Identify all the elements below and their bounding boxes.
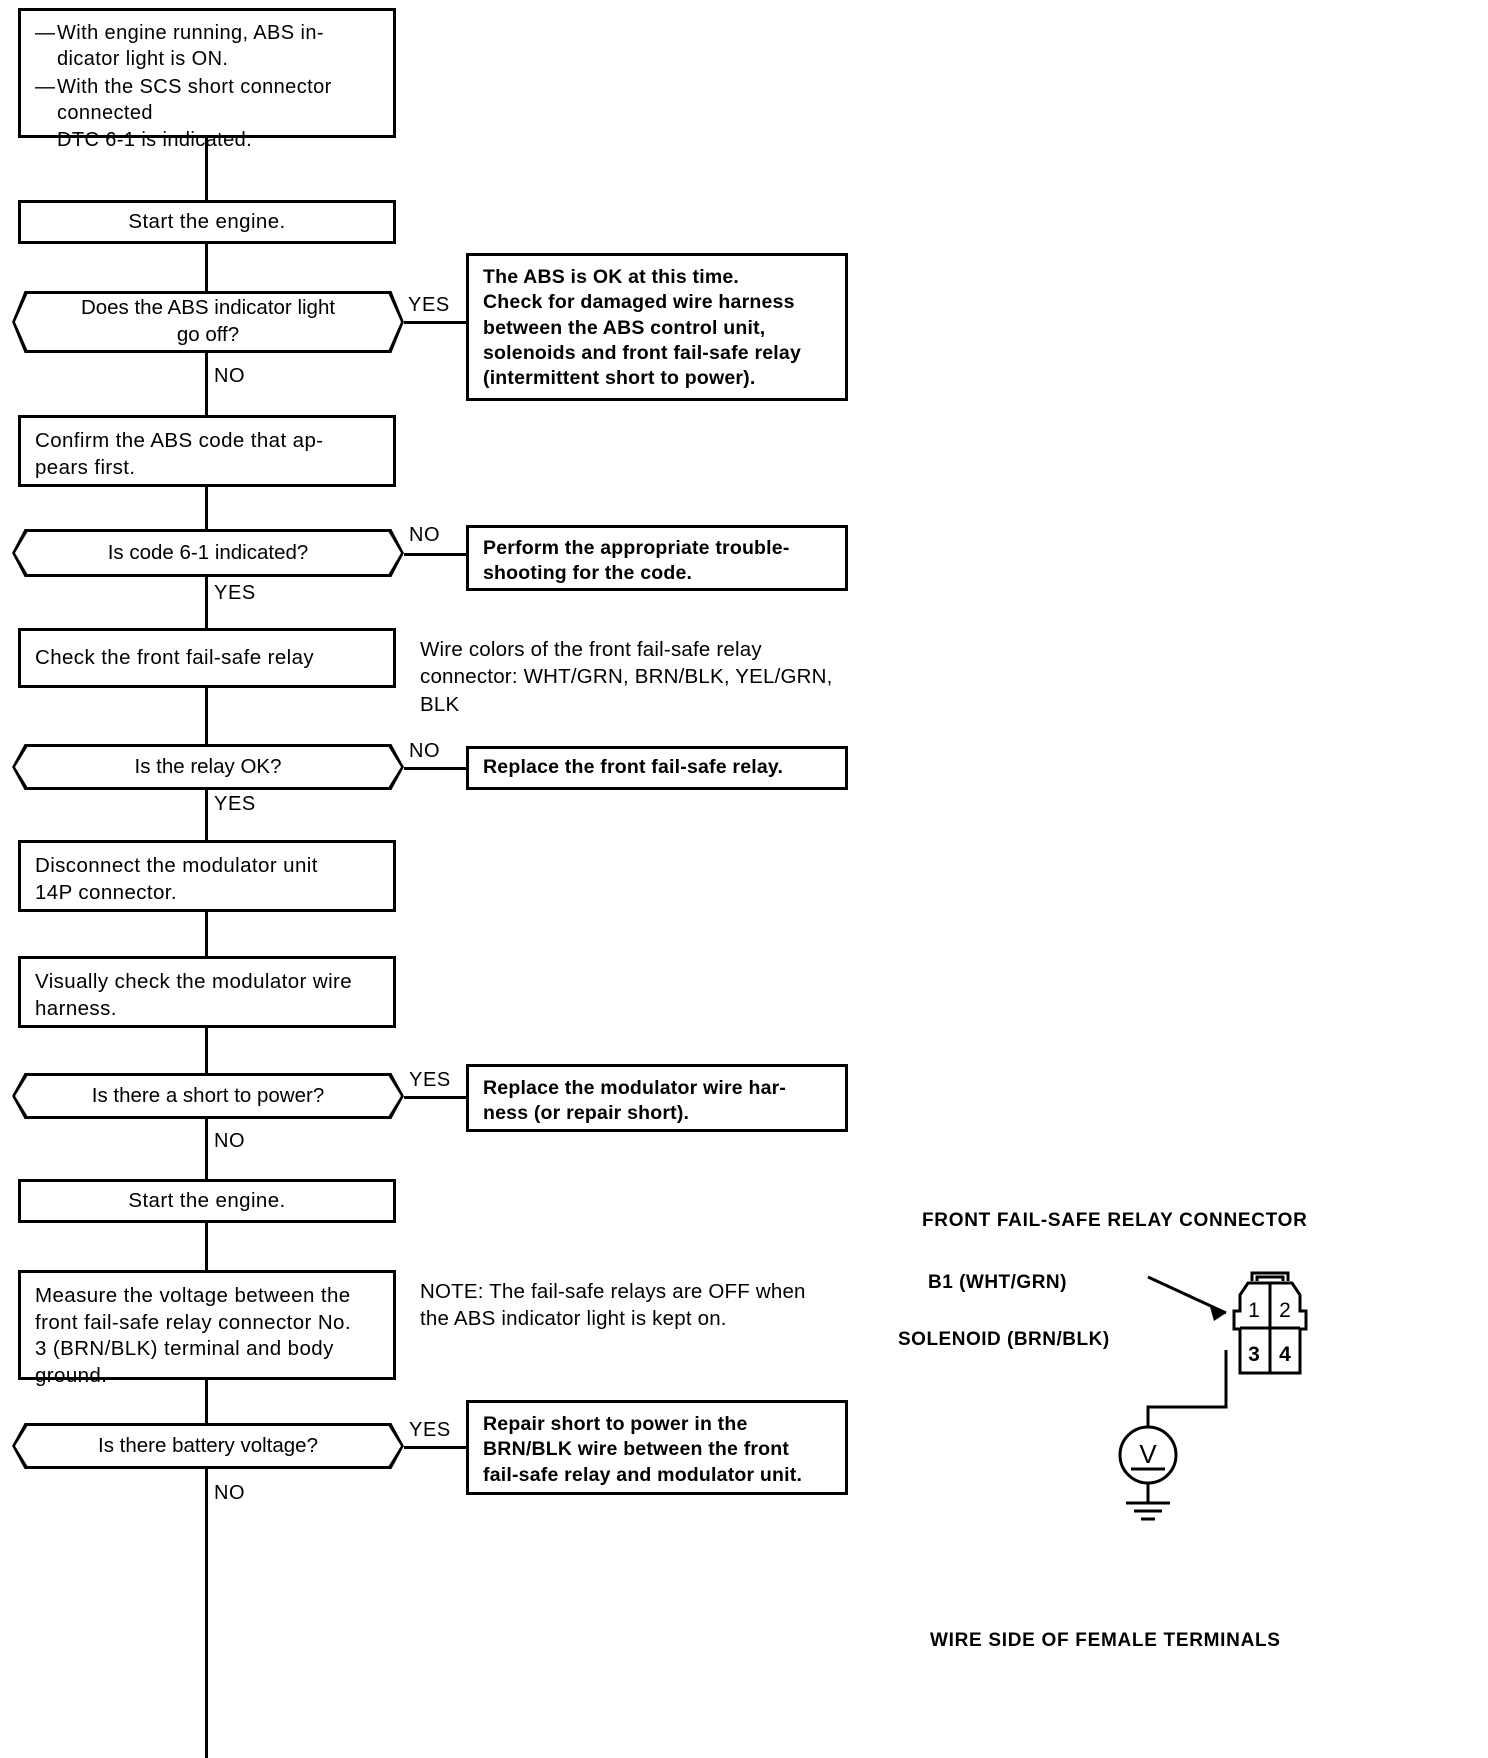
branch-label-yes-4: YES [409, 1069, 451, 1091]
decision-short-to-power-label: Is there a short to power? [91, 1083, 325, 1107]
connector-pin-3: 3 [1248, 1343, 1260, 1366]
step-start-engine-2-label: Start the engine. [128, 1188, 286, 1212]
branch-label-yes-2: YES [214, 582, 256, 604]
branch-label-no-4: NO [214, 1130, 246, 1152]
symptom-line-4: connected [57, 102, 153, 125]
branch-label-yes-3: YES [214, 793, 256, 815]
branch-line-yes-5 [404, 1446, 466, 1449]
connector-latch-icon [1250, 1271, 1290, 1281]
connector-decision2-yes [205, 577, 208, 628]
symptom-line-5: DTC 6-1 is indicated. [57, 128, 253, 151]
voltmeter-lead-line [1146, 1350, 1228, 1427]
step-visual-check-label: Visually check the modulator wire harnes… [35, 970, 353, 1020]
connector-label-pin1: B1 (WHT/GRN) [928, 1272, 1067, 1293]
decision-relay-ok-label: Is the relay OK? [134, 754, 282, 778]
step-confirm-code-label: Confirm the ABS code that ap- pears firs… [35, 429, 324, 479]
outcome-perform-troubleshooting-label: Perform the appropriate trouble- shootin… [483, 537, 790, 585]
branch-label-no-1: NO [214, 365, 246, 387]
connector-visual-to-decision4 [205, 1028, 208, 1073]
symptom-dash-2: — [35, 75, 56, 98]
branch-label-yes-5: YES [409, 1419, 451, 1441]
symptom-line-1: With engine running, ABS in- [57, 22, 324, 44]
outcome-replace-relay: Replace the front fail-safe relay. [466, 746, 848, 790]
connector-pin-2: 2 [1279, 1299, 1291, 1322]
decision-relay-ok: Is the relay OK? [12, 744, 404, 790]
connector-figure-footer: WIRE SIDE OF FEMALE TERMINALS [930, 1630, 1281, 1651]
connector-decision1-no [205, 353, 208, 415]
connector-start2-to-measure [205, 1223, 208, 1270]
branch-label-no-3: NO [409, 740, 441, 762]
symptom-line-3: With the SCS short connector [57, 75, 332, 98]
connector-symptom-to-start [205, 138, 208, 200]
connector-disconnect-to-visual [205, 912, 208, 956]
step-start-engine-1: Start the engine. [18, 200, 396, 244]
pin1-arrow-head [1210, 1307, 1226, 1321]
step-disconnect-modulator-label: Disconnect the modulator unit 14P connec… [35, 854, 318, 904]
decision-abs-light-off-label: Does the ABS indicator light go off? [80, 296, 336, 346]
note-fail-safe-relays: NOTE: The fail-safe relays are OFF when … [420, 1280, 806, 1331]
step-check-relay: Check the front fail-safe relay [18, 628, 396, 688]
step-measure-voltage-label: Measure the voltage between the front fa… [35, 1284, 351, 1387]
connector-schematic-svg: 1 2 3 4 V [1118, 1271, 1308, 1521]
connector-confirm-to-decision2 [205, 487, 208, 529]
note-wire-colors: Wire colors of the front fail-safe relay… [420, 638, 833, 716]
voltmeter-letter: V [1139, 1439, 1157, 1469]
branch-line-no-3 [404, 767, 466, 770]
symptom-dash-1: — [35, 22, 56, 44]
connector-decision3-yes [205, 790, 208, 840]
decision-abs-light-off: Does the ABS indicator light go off? [12, 291, 404, 353]
connector-measure-to-decision5 [205, 1380, 208, 1423]
branch-line-yes-1 [404, 321, 466, 324]
branch-label-yes-1: YES [408, 294, 450, 316]
connector-diagram: 1 2 3 4 V [1030, 1255, 1360, 1540]
branch-label-no-2: NO [409, 524, 441, 546]
branch-label-no-5: NO [214, 1482, 246, 1504]
connector-figure-title: FRONT FAIL-SAFE RELAY CONNECTOR [922, 1210, 1308, 1231]
step-measure-voltage: Measure the voltage between the front fa… [18, 1270, 396, 1387]
connector-start-to-decision1 [205, 244, 208, 291]
step-disconnect-modulator: Disconnect the modulator unit 14P connec… [18, 840, 396, 912]
decision-code-61: Is code 6-1 indicated? [12, 529, 404, 577]
connector-pin-4: 4 [1279, 1343, 1291, 1366]
symptom-box: — With engine running, ABS in- dicator l… [18, 8, 396, 151]
connector-pin-1: 1 [1248, 1299, 1260, 1322]
branch-line-yes-4 [404, 1096, 466, 1099]
connector-label-pin3: SOLENOID (BRN/BLK) [898, 1329, 1110, 1350]
connector-checkrelay-to-decision3 [205, 688, 208, 744]
step-start-engine-2: Start the engine. [18, 1179, 396, 1223]
pin1-leader-line [1147, 1275, 1227, 1315]
decision-short-to-power: Is there a short to power? [12, 1073, 404, 1119]
step-start-engine-1-label: Start the engine. [128, 209, 286, 233]
connector-decision5-no [205, 1469, 208, 1758]
outcome-abs-ok-label: The ABS is OK at this time. Check for da… [483, 266, 801, 390]
decision-battery-voltage-label: Is there battery voltage? [98, 1433, 318, 1457]
symptom-line-2: dicator light is ON. [57, 48, 229, 71]
connector-decision4-no [205, 1119, 208, 1179]
decision-code-61-label: Is code 6-1 indicated? [107, 540, 309, 564]
decision-battery-voltage: Is there battery voltage? [12, 1423, 404, 1469]
outcome-abs-ok: The ABS is OK at this time. Check for da… [466, 253, 848, 401]
outcome-repair-short: Repair short to power in the BRN/BLK wir… [466, 1400, 848, 1495]
outcome-perform-troubleshooting: Perform the appropriate trouble- shootin… [466, 525, 848, 591]
outcome-replace-harness: Replace the modulator wire har- ness (or… [466, 1064, 848, 1132]
step-visual-check: Visually check the modulator wire harnes… [18, 956, 396, 1028]
outcome-replace-harness-label: Replace the modulator wire har- ness (or… [483, 1077, 787, 1125]
outcome-replace-relay-label: Replace the front fail-safe relay. [483, 756, 784, 779]
outcome-repair-short-label: Repair short to power in the BRN/BLK wir… [483, 1413, 803, 1486]
step-check-relay-label: Check the front fail-safe relay [35, 645, 315, 669]
step-confirm-code: Confirm the ABS code that ap- pears firs… [18, 415, 396, 487]
branch-line-no-2 [404, 553, 466, 556]
